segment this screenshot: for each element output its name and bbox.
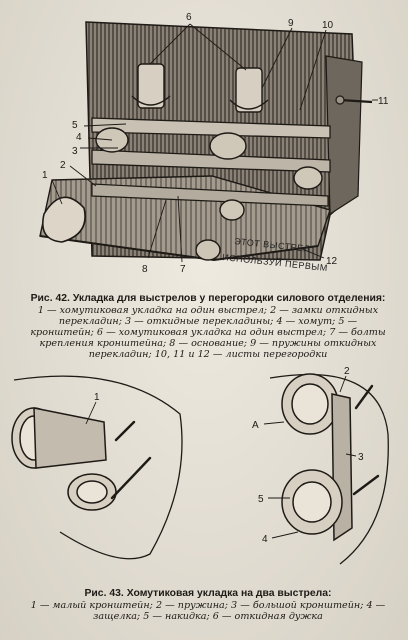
callout-43-4: 4 xyxy=(262,534,268,545)
figure-43-illustration: 1 А 2 3 5 4 xyxy=(11,366,389,565)
callout-11: 11 xyxy=(378,96,389,107)
figure-42-label: Рис. 42. xyxy=(30,293,70,304)
callout-43-A: А xyxy=(252,420,259,431)
callout-12: 12 xyxy=(326,256,338,267)
callout-10: 10 xyxy=(322,20,334,31)
callout-43-1: 1 xyxy=(94,392,100,403)
figure-42-legend: 1 — хомутиковая укладка на один выстрел;… xyxy=(30,305,386,360)
figure-42-illustration: ЭТОТ ВЫСТРЕЛ ИСПОЛЬЗУЙ ПЕРВЫМ 1 2 3 4 5 … xyxy=(39,12,389,275)
callout-1: 1 xyxy=(42,170,48,181)
callout-7: 7 xyxy=(180,264,186,275)
figure-42-title-text: Укладка для выстрелов у перегородки сило… xyxy=(72,293,386,304)
callout-43-2: 2 xyxy=(344,366,350,377)
callout-9: 9 xyxy=(288,18,294,29)
figure-43-title-text: Хомутиковая укладка на два выстрела: xyxy=(126,588,332,599)
callout-6: 6 xyxy=(186,12,192,23)
figure-43-title: Рис. 43. Хомутиковая укладка на два выст… xyxy=(28,588,388,599)
callout-2: 2 xyxy=(60,160,66,171)
callout-5: 5 xyxy=(72,120,78,131)
figure-42-title: Рис. 42. Укладка для выстрелов у перегор… xyxy=(28,293,388,304)
callout-8: 8 xyxy=(142,264,148,275)
figure-42-caption: Рис. 42. Укладка для выстрелов у перегор… xyxy=(28,293,388,360)
figure-43-legend: 1 — малый кронштейн; 2 — пружина; 3 — бо… xyxy=(30,600,386,622)
callout-43-5: 5 xyxy=(258,494,264,505)
callout-4: 4 xyxy=(76,132,82,143)
callout-43-3: 3 xyxy=(358,452,364,463)
callout-3: 3 xyxy=(72,146,78,157)
figure-43-label: Рис. 43. xyxy=(84,588,124,599)
figure-43-caption: Рис. 43. Хомутиковая укладка на два выст… xyxy=(28,588,388,622)
